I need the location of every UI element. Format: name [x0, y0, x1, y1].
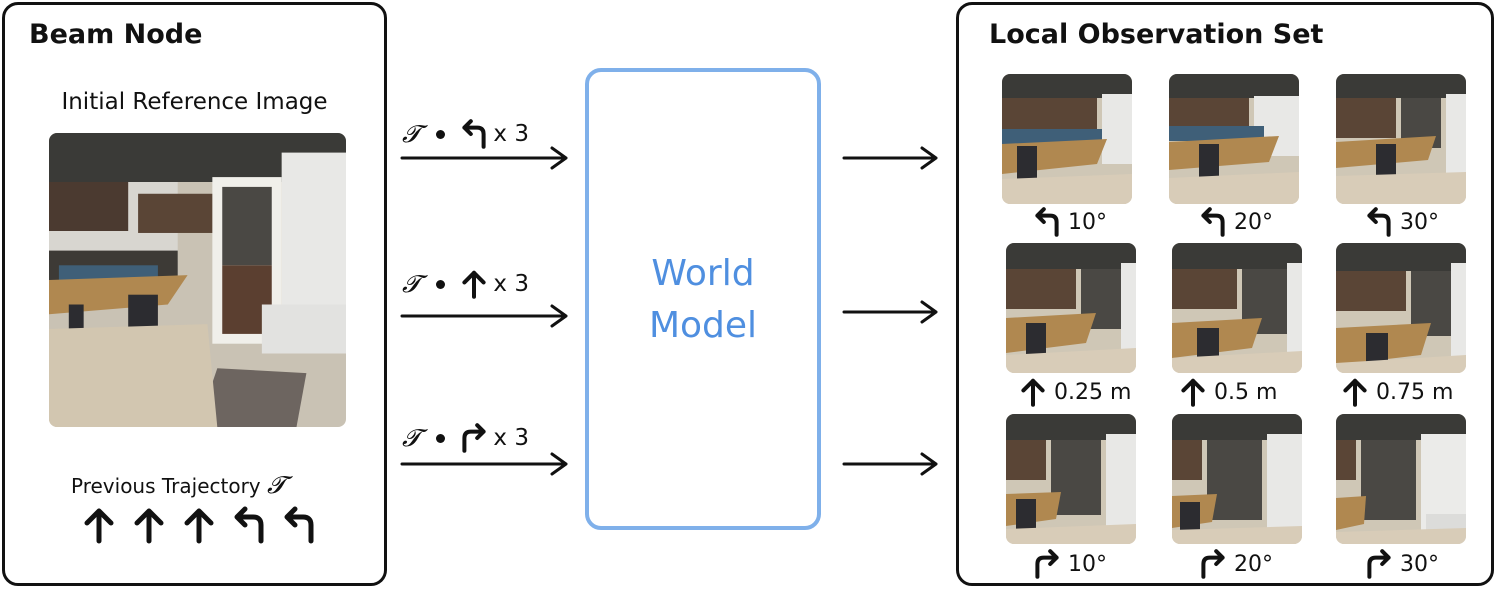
turn-left-icon	[234, 506, 264, 544]
caption-turn-left-30: 30°	[1364, 206, 1439, 238]
previous-trajectory-label: Previous Trajectory 𝓣	[71, 471, 286, 499]
tau-symbol: 𝓣	[402, 120, 421, 148]
tau-symbol: 𝓣	[402, 424, 421, 452]
world-model-box: World Model	[585, 68, 821, 530]
world-model-label-line2: Model	[648, 305, 758, 346]
action-label-forward: 𝓣 x 3	[402, 268, 529, 300]
reference-image-label: Initial Reference Image	[61, 89, 328, 115]
up-arrow-icon	[1021, 378, 1045, 407]
initial-reference-image	[49, 133, 346, 427]
action-label-turn-left: 𝓣 x 3	[402, 118, 529, 150]
compose-dot	[436, 433, 446, 443]
trajectory-row	[81, 505, 317, 545]
turn-left-icon	[1201, 207, 1225, 237]
caption-turn-left-10: 10°	[1032, 206, 1107, 238]
caption-forward-05: 0.5 m	[1178, 376, 1277, 408]
observation-thumb	[1336, 243, 1466, 373]
turn-left-icon	[462, 119, 486, 149]
up-arrow-icon	[134, 508, 164, 544]
input-arrow-1	[400, 146, 568, 170]
observation-thumb	[1006, 243, 1136, 373]
up-arrow-icon	[462, 270, 486, 299]
observation-thumb	[1002, 74, 1132, 204]
caption-forward-025: 0.25 m	[1018, 376, 1131, 408]
caption-turn-right-30: 30°	[1364, 548, 1439, 580]
beam-node-panel: Beam Node Initial Reference Image Previo…	[2, 2, 387, 586]
compose-dot	[436, 129, 446, 139]
observation-thumb	[1006, 414, 1136, 544]
up-arrow-icon	[84, 508, 114, 544]
caption-turn-right-20: 20°	[1198, 548, 1273, 580]
observation-thumb	[1172, 414, 1302, 544]
observation-thumb	[1336, 74, 1466, 204]
observation-thumb	[1169, 74, 1299, 204]
turn-left-icon	[1035, 207, 1059, 237]
caption-forward-075: 0.75 m	[1340, 376, 1453, 408]
turn-right-icon	[1201, 549, 1225, 579]
tau-symbol: 𝓣	[402, 270, 421, 298]
turn-right-icon	[1367, 549, 1391, 579]
repeat-count: x 3	[493, 271, 529, 297]
up-arrow-icon	[1343, 378, 1367, 407]
world-model-label-line1: World	[651, 253, 755, 294]
caption-turn-right-10: 10°	[1032, 548, 1107, 580]
beam-node-title: Beam Node	[29, 19, 203, 50]
repeat-count: x 3	[493, 425, 529, 451]
observation-thumb	[1336, 414, 1466, 544]
observation-thumb	[1172, 243, 1302, 373]
turn-left-icon	[1367, 207, 1391, 237]
output-arrow-1	[842, 146, 938, 170]
action-label-turn-right: 𝓣 x 3	[402, 422, 529, 454]
up-arrow-icon	[1181, 378, 1205, 407]
output-arrow-2	[842, 300, 938, 324]
observation-set-title: Local Observation Set	[989, 19, 1324, 50]
up-arrow-icon	[184, 508, 214, 544]
output-arrow-3	[842, 452, 938, 476]
input-arrow-2	[400, 304, 568, 328]
compose-dot	[436, 279, 446, 289]
turn-left-icon	[284, 506, 314, 544]
input-arrow-3	[400, 452, 568, 476]
turn-right-icon	[1035, 549, 1059, 579]
turn-right-icon	[462, 423, 486, 453]
tau-symbol: 𝓣	[267, 471, 286, 499]
caption-turn-left-20: 20°	[1198, 206, 1273, 238]
repeat-count: x 3	[493, 121, 529, 147]
